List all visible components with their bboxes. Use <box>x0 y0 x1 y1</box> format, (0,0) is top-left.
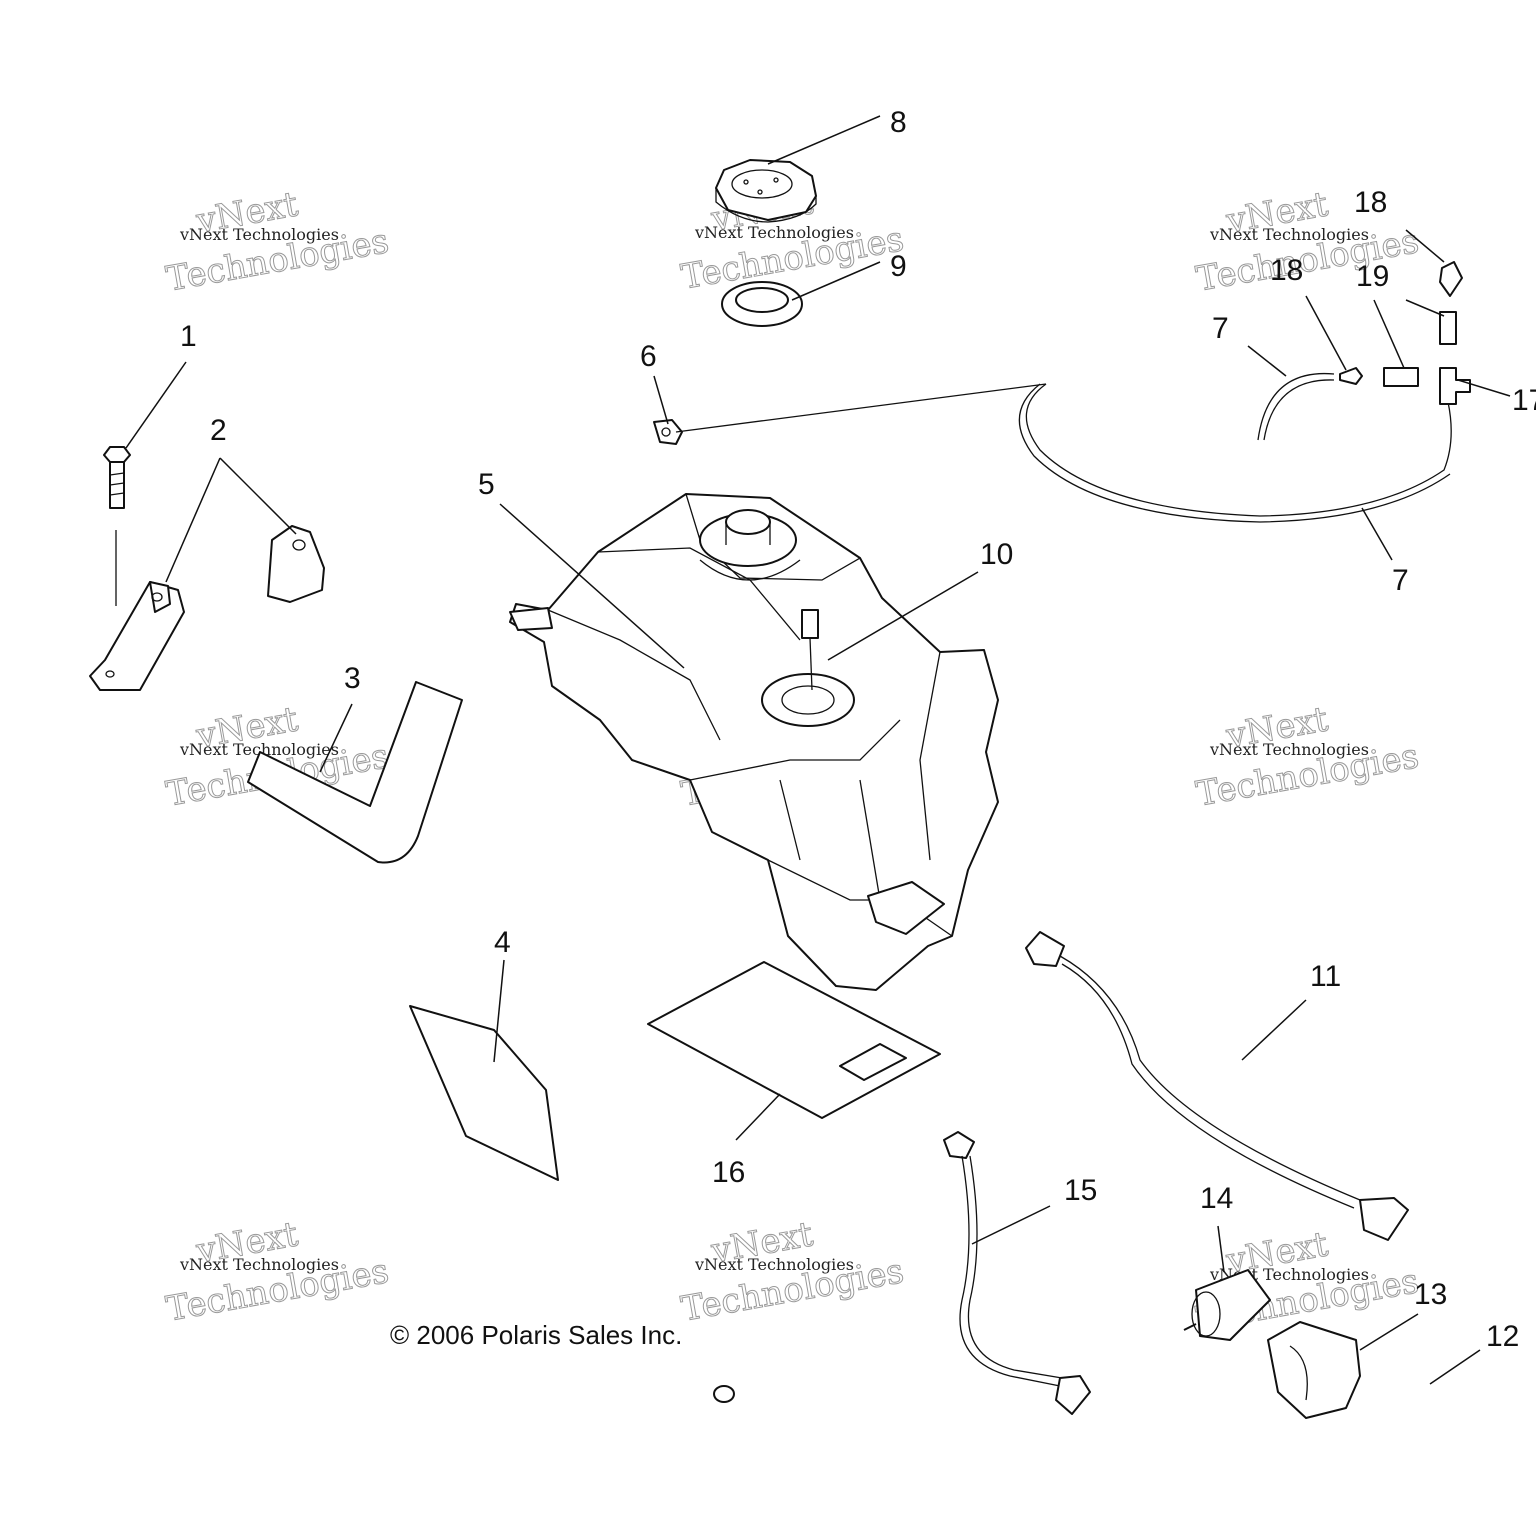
callout-13: 13 <box>1414 1278 1447 1311</box>
part-12-screw <box>713 1385 735 1403</box>
part-2-brackets <box>89 525 325 691</box>
leader-lines <box>125 115 1511 1385</box>
part-19-hose-pieces <box>1383 311 1457 387</box>
watermark-text: vNext Technologies <box>179 740 339 759</box>
part-8-fuel-cap <box>715 159 817 223</box>
part-4-panel <box>409 1005 559 1181</box>
watermark-text: vNext Technologies <box>694 223 854 242</box>
part-6-fitting <box>653 419 683 445</box>
watermark: vNext vNext Technologies Technologies <box>163 1214 393 1330</box>
callout-14: 14 <box>1200 1182 1233 1215</box>
part-17-tee-fitting <box>1439 367 1471 405</box>
part-15-fuel-line <box>943 1131 1091 1415</box>
callout-18-left: 18 <box>1270 254 1303 287</box>
callout-12: 12 <box>1486 1320 1519 1353</box>
part-13-filter-bracket <box>1267 1321 1361 1419</box>
watermark: vNext vNext Technologies Technologies <box>1193 699 1423 815</box>
callout-6: 6 <box>640 340 657 373</box>
callout-8: 8 <box>890 106 907 139</box>
part-7-vent-hose <box>675 372 1452 523</box>
watermark-text: vNext Technologies <box>1209 225 1369 244</box>
callout-18-top: 18 <box>1354 186 1387 219</box>
callout-17: 17 <box>1512 384 1536 417</box>
watermark: vNext vNext Technologies Technologies <box>163 184 393 300</box>
part-18-check-valve <box>1339 261 1463 385</box>
watermark: vNext vNext Technologies Technologies <box>678 1214 908 1330</box>
callout-11: 11 <box>1310 960 1341 993</box>
callout-3: 3 <box>344 662 361 695</box>
callout-9: 9 <box>890 250 907 283</box>
part-10-fuel-pump <box>761 609 855 727</box>
part-5-fuel-tank <box>509 493 999 991</box>
callout-10: 10 <box>980 538 1013 571</box>
callouts: 1 2 3 4 5 6 7 7 8 9 10 11 12 13 14 15 16… <box>180 106 1536 1353</box>
part-3-pad <box>247 681 463 864</box>
callout-4: 4 <box>494 926 511 959</box>
part-1-bolt <box>103 446 131 606</box>
callout-15: 15 <box>1064 1174 1097 1207</box>
watermark-text: vNext Technologies <box>1209 740 1369 759</box>
callout-1: 1 <box>180 320 197 353</box>
callout-7-top: 7 <box>1212 312 1229 345</box>
part-11-fuel-line <box>1025 931 1409 1241</box>
part-14-fuel-filter <box>1183 1269 1271 1341</box>
part-16-mat <box>647 961 941 1119</box>
watermark-text: vNext Technologies <box>694 1255 854 1274</box>
callout-5: 5 <box>478 468 495 501</box>
part-9-gasket <box>721 281 803 327</box>
callout-7-bottom: 7 <box>1392 564 1409 597</box>
callout-2: 2 <box>210 414 227 447</box>
watermark-text: vNext Technologies <box>179 225 339 244</box>
callout-16: 16 <box>712 1156 745 1189</box>
copyright-text: © 2006 Polaris Sales Inc. <box>390 1320 682 1350</box>
watermark-text: vNext Technologies <box>179 1255 339 1274</box>
callout-19: 19 <box>1356 260 1389 293</box>
